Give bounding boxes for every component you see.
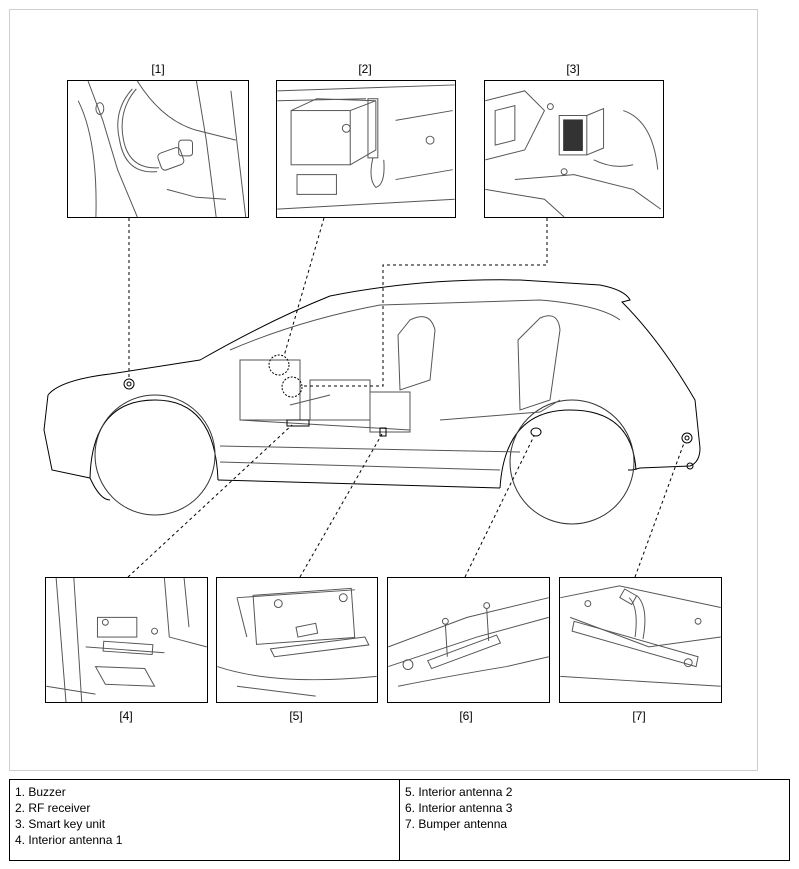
- interior-antenna-2-detail-drawing: [217, 587, 377, 697]
- legend-item-interior-antenna-2: 5. Interior antenna 2: [405, 785, 513, 799]
- callout-6: [6]: [459, 709, 473, 723]
- detail-panel-bumper-antenna: [559, 577, 722, 703]
- callout-5: [5]: [289, 709, 303, 723]
- interior-antenna-3-detail-drawing: [388, 597, 549, 687]
- rf-receiver-detail-drawing: [277, 84, 455, 210]
- interior-antenna-1-detail-drawing: [46, 578, 207, 702]
- detail-panel-interior-antenna-1: [45, 577, 208, 703]
- detail-panel-buzzer: [67, 80, 249, 218]
- callout-7: [7]: [632, 709, 646, 723]
- legend-table: 1. Buzzer 2. RF receiver 3. Smart key un…: [9, 779, 790, 861]
- callout-2: [2]: [358, 62, 372, 76]
- legend-item-buzzer: 1. Buzzer: [15, 785, 66, 799]
- detail-panel-smart-key-unit: [484, 80, 664, 218]
- detail-panel-rf-receiver: [276, 80, 456, 218]
- buzzer-detail-drawing: [77, 81, 247, 217]
- legend-column-right: 5. Interior antenna 2 6. Interior antenn…: [399, 780, 789, 860]
- callout-4: [4]: [119, 709, 133, 723]
- legend-item-rf-receiver: 2. RF receiver: [15, 801, 91, 815]
- callout-1: [1]: [151, 62, 165, 76]
- detail-panel-interior-antenna-2: [216, 577, 378, 703]
- bumper-antenna-detail-drawing: [560, 585, 721, 687]
- legend-item-bumper-antenna: 7. Bumper antenna: [405, 817, 508, 831]
- legend-item-interior-antenna-3: 6. Interior antenna 3: [405, 801, 513, 815]
- detail-panel-interior-antenna-3: [387, 577, 550, 703]
- smart-key-unit-detail-drawing: [485, 90, 662, 217]
- legend-item-smart-key-unit: 3. Smart key unit: [15, 817, 106, 831]
- legend-column-left: 1. Buzzer 2. RF receiver 3. Smart key un…: [10, 780, 399, 860]
- callout-3: [3]: [566, 62, 580, 76]
- legend-item-interior-antenna-1: 4. Interior antenna 1: [15, 833, 123, 847]
